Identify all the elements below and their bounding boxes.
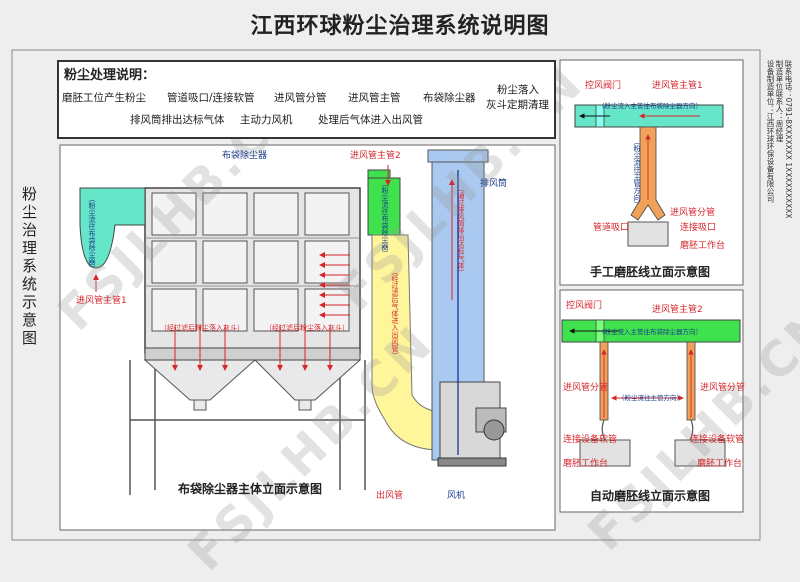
- side-title: 粉尘治理系统示意图: [22, 185, 38, 347]
- label-fan: 风机: [447, 491, 466, 501]
- auto-view-caption: 自动磨胚线立面示意图: [590, 489, 711, 503]
- label-auto-branch-left: 进风管分管: [563, 383, 609, 393]
- note-outlet: （经过滤后气体进入出风管）: [391, 268, 399, 359]
- label-inlet-main-2: 进风管主管2: [350, 151, 401, 161]
- label-manual-valve: 控风阀门: [585, 81, 622, 91]
- label-auto-bench-right: 磨胚工作台: [697, 459, 743, 469]
- flow-step: 灰斗定期清理: [486, 99, 549, 111]
- label-exhaust-stack: 排风筒: [480, 179, 508, 189]
- note-inlet-1: （粉尘流往布袋除尘器）: [88, 195, 96, 272]
- note-manual-main: （粉尘流入主管往布袋除尘器方向）: [598, 102, 702, 110]
- flow-step: 排风筒排出达标气体: [130, 114, 225, 126]
- description-box: [57, 60, 556, 139]
- label-manual-inlet: 管道吸口: [593, 223, 630, 233]
- manual-view-caption: 手工磨胚线立面示意图: [590, 265, 711, 279]
- note-manual-branch: （粉尘流往主管方向）: [633, 138, 641, 208]
- auto-bench-right: [674, 439, 726, 467]
- outlet-duct: [371, 234, 441, 451]
- fan-unit: [437, 381, 507, 467]
- label-auto-bench-left: 磨胚工作台: [563, 459, 609, 469]
- label-auto-inlet-main-2: 进风管主管2: [652, 305, 703, 315]
- company-contact: 制造单位联系人：周经理: [775, 60, 784, 143]
- note-inlet-2: （粉尘流往布袋除尘器）: [381, 180, 389, 257]
- label-manual-hose: 连接吸口: [680, 223, 717, 233]
- note-auto-main: （粉尘流入主管往布袋除尘器方向）: [598, 328, 702, 336]
- flow-step: 磨胚工位产生粉尘: [62, 92, 146, 104]
- inlet-main-1-duct: [79, 187, 146, 269]
- auto-arrows: [601, 349, 694, 418]
- label-inlet-main-1: 进风管主管1: [76, 296, 127, 306]
- diagram-drawing: [11, 49, 761, 541]
- flow-step: 进风管分管: [274, 92, 327, 104]
- flow-step: 处理后气体进入出风管: [318, 114, 423, 126]
- flow-step: 主动力风机: [240, 114, 293, 126]
- description-heading: 粉尘处理说明：: [64, 68, 156, 83]
- label-manual-branch: 进风管分管: [670, 208, 716, 218]
- label-baghouse: 布袋除尘器: [222, 151, 268, 161]
- baghouse-support: [129, 360, 366, 495]
- note-exhaust: （通过排风筒排出达标气体）: [457, 185, 465, 276]
- label-auto-hose-left: 连接设备软管: [563, 435, 618, 445]
- flow-step: 进风管主管: [348, 92, 401, 104]
- label-manual-workbench: 磨胚工作台: [680, 241, 726, 251]
- auto-bench-left: [579, 439, 631, 467]
- note-auto-branch: （粉尘流往主管方向）: [618, 394, 683, 402]
- auto-main-duct: [561, 319, 741, 343]
- sheet-border: [11, 49, 761, 541]
- note-filter-1: （经过滤后粉尘落入灰斗）: [160, 324, 244, 332]
- label-auto-branch-right: 进风管分管: [700, 383, 746, 393]
- label-auto-hose-right: 连接设备软管: [690, 435, 745, 445]
- note-filter-2: （经过滤后粉尘落入灰斗）: [265, 324, 349, 332]
- auto-hoses: [601, 419, 694, 441]
- baghouse-panels: [151, 192, 350, 332]
- manual-workbench: [627, 221, 669, 247]
- flow-step: 粉尘落入: [497, 84, 539, 96]
- page-title: 江西环球粉尘治理系统说明图: [250, 14, 550, 39]
- main-view-caption: 布袋除尘器主体立面示意图: [178, 482, 323, 496]
- flow-step: 布袋除尘器: [423, 92, 476, 104]
- manual-view-frame: [559, 59, 744, 286]
- label-manual-inlet-main-1: 进风管主管1: [652, 81, 703, 91]
- flow-step: 管道吸口/连接软管: [167, 92, 255, 104]
- baghouse-base: [144, 347, 361, 361]
- diagram-sheet: FSJLHB.CN FSJLHB.CN FSJLHB.CN FSJLHB.CN …: [11, 14, 800, 582]
- label-outlet-duct: 出风管: [376, 491, 404, 501]
- main-flow-arrows: [93, 165, 455, 371]
- company-name: 设备制造单位：江西环球环保设备有限公司: [766, 60, 775, 203]
- label-auto-valve: 控风阀门: [566, 301, 603, 311]
- company-phone: 联系电话：0791-8XXXXXXX 1XXXXXXXXXX: [784, 60, 793, 219]
- manual-arrows: [639, 113, 700, 200]
- company-info: 联系电话：0791-8XXXXXXX 1XXXXXXXXXX 制造单位联系人：周…: [763, 60, 793, 230]
